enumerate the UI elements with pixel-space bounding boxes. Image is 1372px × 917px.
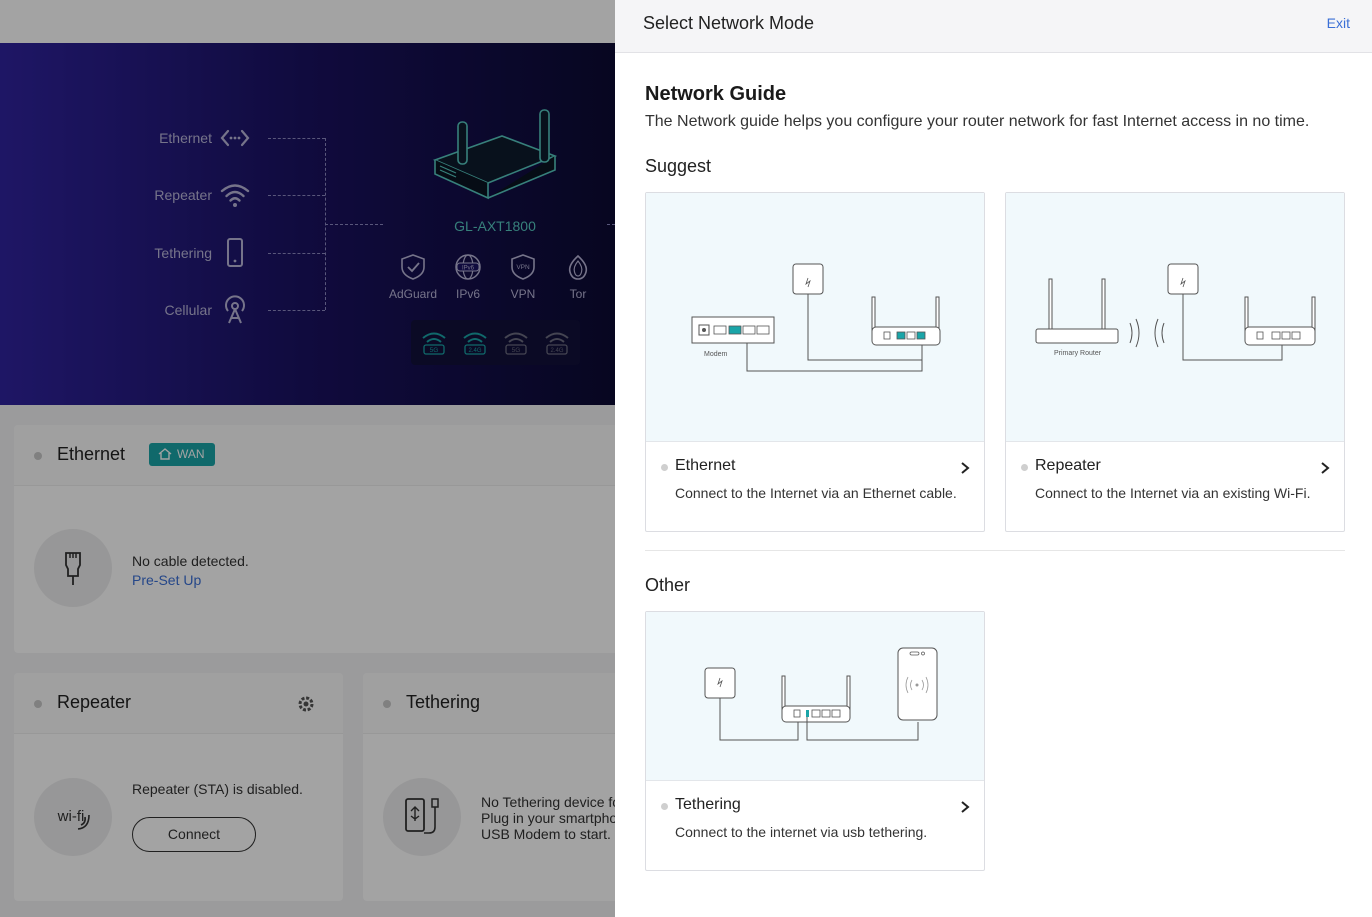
repeater-status-text: Repeater (STA) is disabled. — [132, 781, 303, 797]
status-dot — [34, 700, 42, 708]
wifi-band-panel: 5G 2.4G 5G 2.4G — [411, 320, 580, 365]
feature-tor[interactable]: Tor — [551, 253, 605, 301]
network-guide-title: Network Guide — [645, 83, 787, 105]
ethernet-mode-name: Ethernet — [675, 457, 736, 474]
wifi-icon — [220, 184, 250, 207]
feature-vpn-label: VPN — [510, 287, 536, 301]
ethernet-card-title: Ethernet — [57, 444, 126, 464]
svg-text:2.4G: 2.4G — [550, 348, 563, 354]
svg-text:5G: 5G — [430, 347, 439, 354]
repeater-mode-description: Connect to the Internet via an existing … — [1035, 485, 1311, 501]
feature-tor-label: Tor — [569, 287, 587, 301]
repeater-mode-footer: Repeater Connect to the Internet via an … — [1006, 442, 1344, 531]
tethering-mode-footer: Tethering Connect to the internet via us… — [646, 781, 984, 870]
status-dot — [1021, 464, 1028, 471]
primary-router-diagram-icon: Primary Router — [1035, 263, 1316, 361]
chevron-right-icon — [961, 462, 970, 474]
tethering-status-line2: Plug in your smartpho — [481, 810, 618, 826]
status-dot — [34, 452, 42, 460]
status-dot — [383, 700, 391, 708]
exit-button[interactable]: Exit — [1326, 15, 1350, 31]
other-section-title: Other — [645, 575, 691, 595]
wifi-2g-icon[interactable]: 2.4G — [462, 330, 488, 356]
hero-source-cellular-label: Cellular — [164, 302, 212, 318]
repeater-mode-card[interactable]: Primary Router Re — [1005, 192, 1345, 532]
ethernet-mode-description: Connect to the Internet via an Ethernet … — [675, 485, 957, 501]
svg-text:Modem: Modem — [704, 351, 728, 358]
ethernet-mode-card[interactable]: Modem Ethernet — [645, 192, 985, 532]
tethering-card-title: Tethering — [406, 692, 481, 712]
feature-adguard[interactable]: AdGuard — [386, 253, 440, 301]
status-dot — [661, 464, 668, 471]
vpn-shield-icon: VPN — [511, 254, 535, 280]
tethering-mode-description: Connect to the internet via usb tetherin… — [675, 824, 928, 840]
ethernet-mode-illustration: Modem — [646, 193, 984, 442]
tethering-mode-name: Tethering — [675, 796, 741, 813]
chevron-right-icon — [961, 801, 970, 813]
cell-tower-icon — [225, 295, 245, 324]
ipv6-globe-icon: IPv6 — [455, 254, 481, 280]
ethernet-arrows-icon — [220, 129, 250, 147]
feature-vpn[interactable]: VPN VPN — [496, 253, 550, 301]
ethernet-plug-circle — [34, 529, 112, 607]
guest-wifi-2g-icon[interactable]: 2.4G — [544, 330, 570, 356]
svg-text:5G: 5G — [512, 347, 521, 354]
wifi-5g-icon[interactable]: 5G — [421, 330, 447, 356]
wan-badge: WAN — [149, 443, 215, 466]
guest-wifi-5g-icon[interactable]: 5G — [503, 330, 529, 356]
repeater-connect-button[interactable]: Connect — [132, 817, 256, 852]
repeater-card: Repeater wi-fi Repeater (STA) is disable… — [14, 673, 343, 901]
wifi-logo-circle: wi-fi — [34, 778, 112, 856]
feature-ipv6[interactable]: IPv6 IPv6 — [441, 253, 495, 301]
svg-text:Primary Router: Primary Router — [1054, 350, 1102, 357]
home-icon — [158, 448, 172, 460]
tethering-mode-illustration — [646, 612, 984, 781]
ethernet-plug-icon — [65, 552, 81, 585]
tor-onion-icon — [568, 254, 588, 280]
repeater-mode-illustration: Primary Router — [1006, 193, 1344, 442]
hero-source-repeater-label: Repeater — [154, 187, 212, 203]
drawer-header: Select Network Mode Exit — [615, 0, 1372, 53]
svg-text:IPv6: IPv6 — [462, 266, 475, 272]
phone-icon — [227, 238, 243, 267]
usb-tethering-diagram-icon — [704, 647, 938, 741]
wifi-logo-icon: wi-fi — [57, 808, 90, 830]
phone-usb-circle — [383, 778, 461, 856]
chevron-right-icon — [1321, 462, 1330, 474]
router-model-name: GL-AXT1800 — [454, 218, 536, 234]
feature-adguard-label: AdGuard — [388, 287, 438, 301]
svg-text:VPN: VPN — [516, 264, 530, 271]
hero-source-ethernet-label: Ethernet — [159, 130, 212, 146]
ethernet-mode-footer: Ethernet Connect to the Internet via an … — [646, 442, 984, 531]
repeater-mode-name: Repeater — [1035, 457, 1101, 474]
repeater-card-title: Repeater — [57, 692, 132, 712]
pre-setup-link[interactable]: Pre-Set Up — [132, 572, 202, 588]
suggest-section-title: Suggest — [645, 156, 712, 176]
drawer-title: Select Network Mode — [643, 13, 815, 33]
select-network-mode-drawer: Select Network Mode Exit Network Guide T… — [615, 0, 1372, 917]
status-dot — [661, 803, 668, 810]
feature-ipv6-label: IPv6 — [455, 287, 480, 301]
network-guide-description: The Network guide helps you configure yo… — [645, 113, 1310, 130]
modem-router-diagram-icon: Modem — [691, 263, 941, 372]
router-illustration — [432, 109, 558, 200]
tethering-mode-card[interactable]: Tethering Connect to the internet via us… — [645, 611, 985, 871]
gear-icon[interactable] — [297, 695, 315, 713]
repeater-card-header: Repeater — [14, 673, 343, 734]
svg-text:wi-fi: wi-fi — [57, 808, 85, 825]
svg-text:2.4G: 2.4G — [468, 348, 481, 354]
phone-usb-icon — [405, 798, 439, 834]
section-divider — [645, 550, 1345, 551]
shield-check-icon — [401, 254, 425, 280]
hero-source-tethering-label: Tethering — [154, 245, 212, 261]
wan-badge-label: WAN — [177, 447, 205, 461]
ethernet-status-text: No cable detected. — [132, 553, 249, 569]
tethering-status-line3: USB Modem to start. — [481, 826, 611, 842]
tethering-status-line1: No Tethering device fo — [481, 794, 621, 810]
